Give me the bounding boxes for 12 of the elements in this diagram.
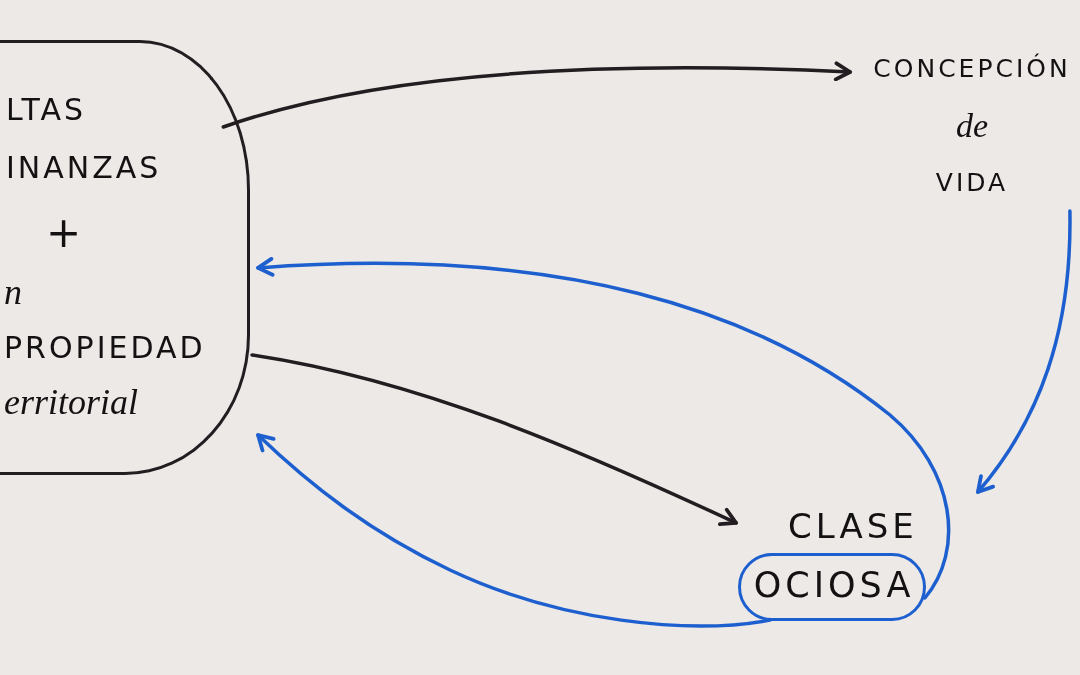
body-text: n PROPIEDAD erritorial (4, 271, 207, 424)
plus-sign: + (46, 207, 83, 259)
heading-text: LTAS INANZAS (6, 91, 163, 187)
rounded-outline (0, 40, 250, 475)
arrow (256, 257, 951, 600)
heading-text: CONCEPCIÓN de VIDA (866, 40, 1078, 211)
arrow (250, 353, 738, 527)
heading-text: CLASE (788, 505, 919, 548)
arrow (256, 433, 772, 628)
arrow (221, 61, 852, 129)
encircled-text: OCIOSA (738, 553, 926, 621)
arrow (976, 209, 1072, 494)
